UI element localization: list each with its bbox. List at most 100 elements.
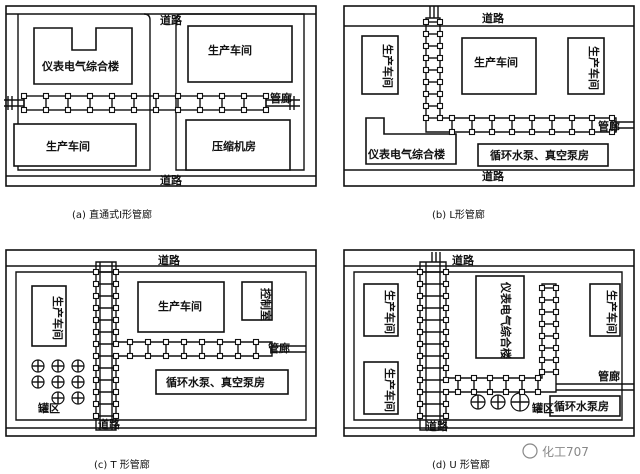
rack-node <box>548 128 556 136</box>
building-label: 生产车间 <box>587 46 601 90</box>
rack-node <box>218 106 226 114</box>
rack-node <box>92 400 100 408</box>
rack-node <box>64 92 72 100</box>
rack-node <box>86 92 94 100</box>
building-label: 循环水泵、真空泵房 <box>490 148 589 162</box>
road-label: 道路 <box>482 169 505 183</box>
rack-node <box>442 328 450 336</box>
rack-node <box>42 92 50 100</box>
rack-node <box>534 388 542 396</box>
rack-node <box>538 332 546 340</box>
rack-node <box>422 78 430 86</box>
tank-area <box>470 392 530 412</box>
rack-node <box>548 114 556 122</box>
watermark-icon <box>522 443 538 459</box>
road-label: 道路 <box>452 253 475 267</box>
rack-node <box>454 388 462 396</box>
building-instrument-electrical <box>475 275 525 359</box>
rack-node <box>416 268 424 276</box>
rack-node <box>112 400 120 408</box>
rack-node <box>422 18 430 26</box>
rack-node <box>422 102 430 110</box>
rack-node <box>112 316 120 324</box>
rack-node <box>416 316 424 324</box>
pipe-lines <box>272 345 306 353</box>
rack-node <box>502 374 510 382</box>
building-production <box>187 25 293 83</box>
rack-node <box>454 374 462 382</box>
road-block-left <box>17 13 151 171</box>
pipe-entry <box>429 6 439 18</box>
building-pump <box>549 395 621 417</box>
rack-node <box>436 54 444 62</box>
rack-node <box>20 106 28 114</box>
rack-node <box>470 374 478 382</box>
rack-node <box>198 352 206 360</box>
building-label: 生产车间 <box>381 44 395 88</box>
rack-node <box>262 106 270 114</box>
road-label: 道路 <box>160 13 183 27</box>
rack-node <box>442 268 450 276</box>
pipe-lines <box>4 99 300 107</box>
building-production <box>461 37 537 95</box>
rack-node <box>416 352 424 360</box>
rack-node <box>538 308 546 316</box>
rack-node <box>234 338 242 346</box>
rack-node <box>486 374 494 382</box>
rack-node <box>442 304 450 312</box>
panel-caption: (d) U 形管廊 <box>432 458 490 471</box>
rack-node <box>552 356 560 364</box>
panel-a-frame <box>5 5 317 187</box>
building-label: 循环水泵房 <box>554 399 609 413</box>
rack-node <box>262 92 270 100</box>
rack-node <box>518 388 526 396</box>
rack-node <box>126 352 134 360</box>
rack-nodes <box>422 18 616 136</box>
pipe-rack-body <box>425 17 617 133</box>
tank-area-label: 罐区 <box>37 401 60 415</box>
tank-area-label: 罐区 <box>531 401 554 415</box>
rack-node <box>196 92 204 100</box>
building-pump <box>155 369 289 395</box>
rack-node <box>538 284 546 292</box>
rack-node <box>470 388 478 396</box>
rack-node <box>442 364 450 372</box>
road-block <box>353 271 623 421</box>
rack-node <box>92 304 100 312</box>
building-control-room <box>241 281 273 321</box>
rack-node <box>252 338 260 346</box>
rack-node <box>422 66 430 74</box>
rack-node <box>552 308 560 316</box>
pipe-rack <box>92 261 306 431</box>
rack-node <box>92 268 100 276</box>
rack-node <box>92 292 100 300</box>
rack-node <box>552 332 560 340</box>
rack-node <box>416 400 424 408</box>
rack-node <box>416 292 424 300</box>
rack-node <box>216 338 224 346</box>
rack-node <box>442 292 450 300</box>
building-label: 生产车间 <box>474 55 518 69</box>
rack-node <box>42 106 50 114</box>
rack-node <box>442 340 450 348</box>
panel-b: 道路 道路 生产车间 生产车间 生产车间 仪表电气综合楼 循环水泵、真空泵房 管… <box>343 5 635 221</box>
rack-node <box>468 128 476 136</box>
rack-node <box>252 352 260 360</box>
rack-node <box>436 114 444 122</box>
building-label: 仪表电气综合楼 <box>41 59 119 73</box>
building-workshop <box>567 37 605 95</box>
panel-c: 道路 道路 生产车间 生产车间 控制室 循环水泵、真空泵房 罐区 管廊 (c) … <box>5 249 317 471</box>
pipe-entry <box>431 252 441 262</box>
rack-node <box>108 106 116 114</box>
pipe-break-marks <box>7 96 295 110</box>
rack-node <box>92 316 100 324</box>
rack-node <box>538 368 546 376</box>
rack-node <box>92 376 100 384</box>
rack-node <box>162 338 170 346</box>
building-label: 生产车间 <box>46 139 90 153</box>
rack-node <box>508 114 516 122</box>
building-label: 生产车间 <box>51 296 65 340</box>
rack-node <box>92 328 100 336</box>
rack-node <box>92 388 100 396</box>
pipe-rack <box>416 261 634 431</box>
